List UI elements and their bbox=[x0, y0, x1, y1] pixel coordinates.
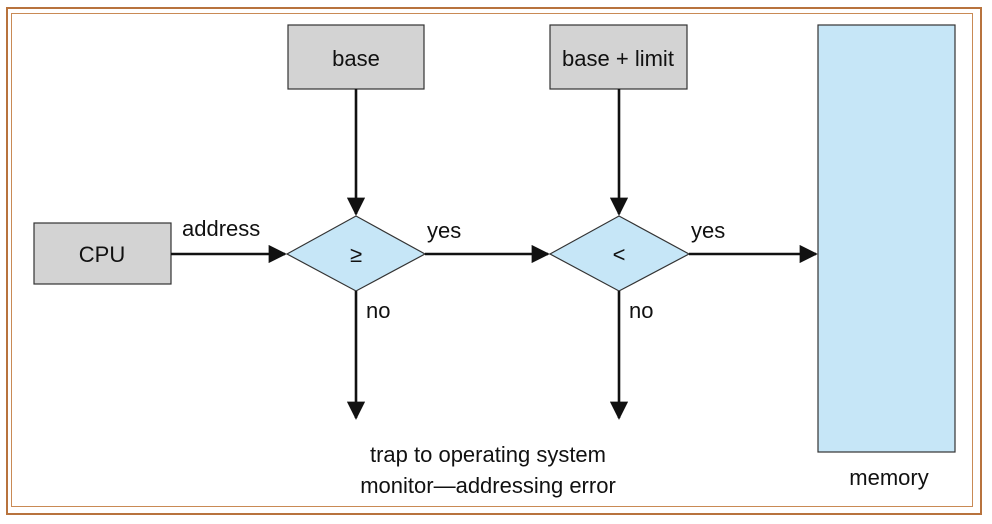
inner-frame bbox=[11, 13, 973, 507]
base-label: base bbox=[332, 46, 380, 71]
edge-label-yes-1: yes bbox=[427, 218, 461, 243]
cpu-box bbox=[33, 222, 172, 285]
base-box bbox=[287, 24, 425, 90]
compare-lt-label: < bbox=[613, 242, 626, 267]
edge-label-no-1: no bbox=[366, 298, 390, 323]
trap-text-line-2: monitor—addressing error bbox=[360, 473, 616, 498]
trap-text-line-1: trap to operating system bbox=[370, 442, 606, 467]
compare-ge-label: ≥ bbox=[350, 242, 362, 267]
edge-label-address: address bbox=[182, 216, 260, 241]
edge-label-no-2: no bbox=[629, 298, 653, 323]
memory-label: memory bbox=[849, 465, 928, 490]
edge-label-yes-2: yes bbox=[691, 218, 725, 243]
base-limit-label: base + limit bbox=[562, 46, 674, 71]
cpu-label: CPU bbox=[79, 242, 125, 267]
outer-frame bbox=[6, 7, 982, 515]
memory-block bbox=[817, 24, 956, 453]
